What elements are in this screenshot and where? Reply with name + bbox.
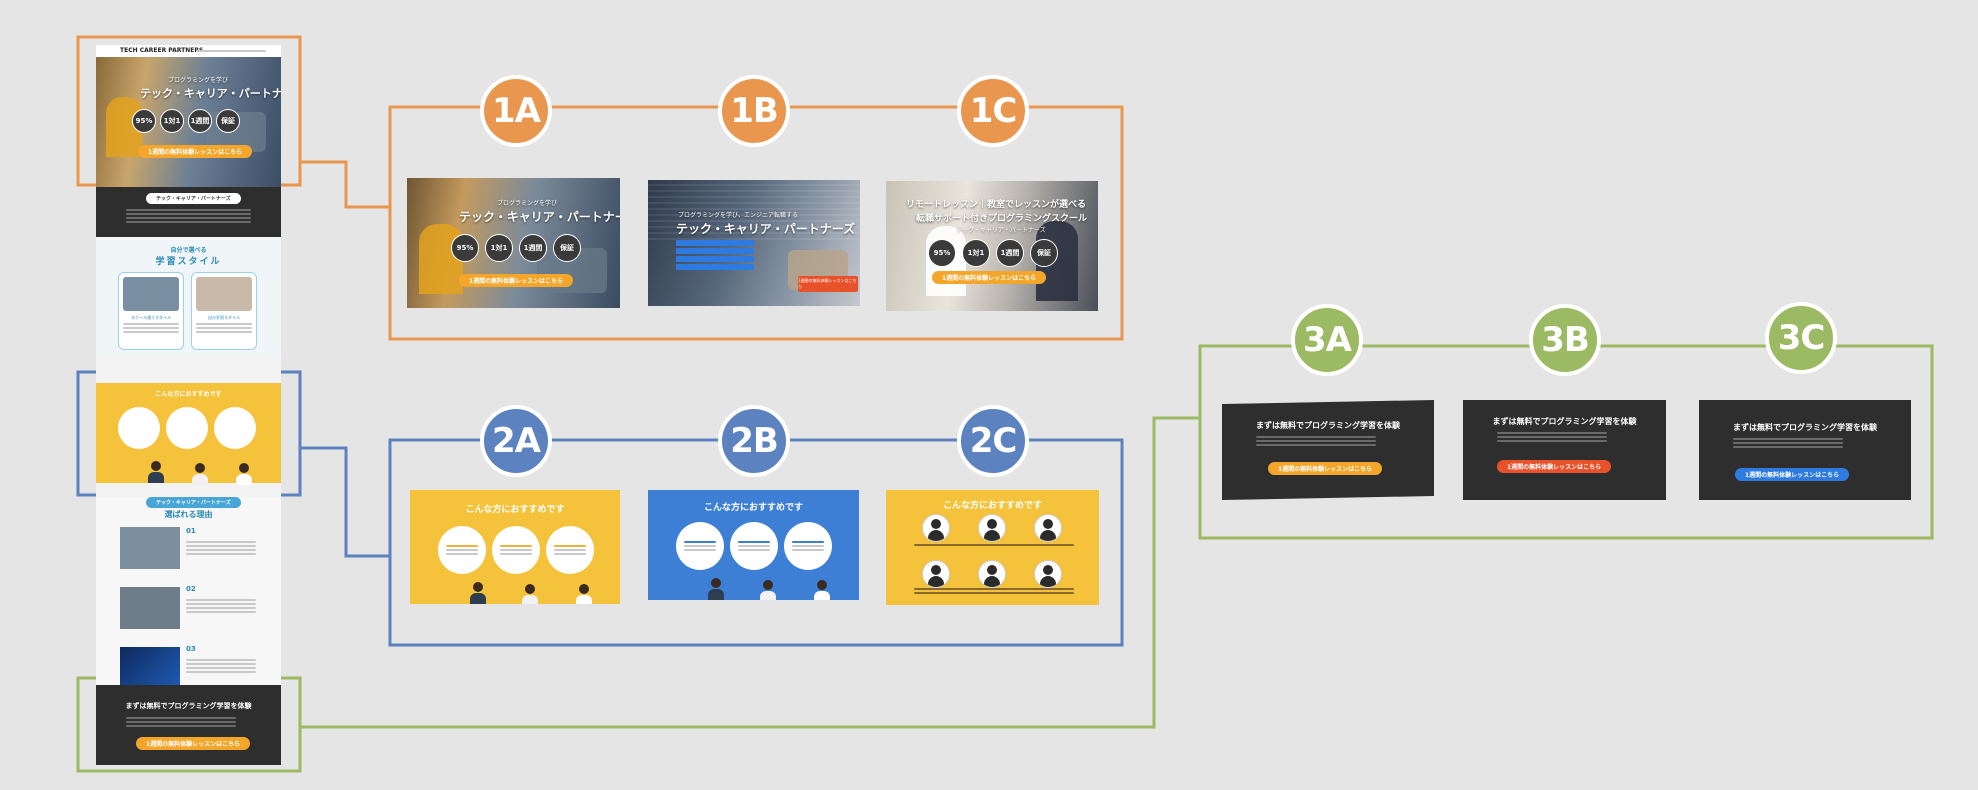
reason-number: 02 — [186, 585, 196, 593]
variant-badge-1b: 1B — [718, 75, 790, 147]
cta-title: まずは無料でプログラミング学習を体験 — [1492, 417, 1637, 426]
hero-cta-button[interactable]: 1週間の無料体験レッスンはこちら — [798, 276, 858, 292]
stat-badge: 保証 — [553, 234, 581, 262]
stat-badge: 95% — [928, 239, 956, 267]
style-card: スクール通うスタイル — [118, 272, 184, 350]
recommend-title: こんな方におすすめです — [465, 505, 565, 515]
hero-title: 転職サポート付きプログラミングスクール — [916, 214, 1088, 224]
page-hero: プログラミングを学び テック・キャリア・パートナーズ 95% 1対1 1週間 保… — [96, 57, 281, 187]
variant-1b-hero: プログラミングを学び、エンジニア転職する テック・キャリア・パートナーズ 1週間… — [648, 180, 860, 306]
reason-image — [120, 587, 180, 629]
cta-button[interactable]: 1週間の無料体験レッスンはこちら — [1497, 460, 1612, 473]
variant-1a-hero: プログラミングを学び テック・キャリア・パートナーズ 95% 1対1 1週間 保… — [407, 178, 620, 308]
variant-2b-recommend: こんな方におすすめです — [648, 490, 859, 600]
full-page-thumbnail: TECH CAREER PARTNERS プログラミングを学び テック・キャリア… — [96, 45, 281, 765]
stat-badge: 95% — [451, 234, 479, 262]
variant-badge-1a: 1A — [480, 75, 552, 147]
avatar — [1034, 514, 1062, 542]
avatar — [922, 514, 950, 542]
variant-2a-recommend: こんな方におすすめです — [410, 490, 620, 604]
style-section: 自分で選べる 学習スタイル スクール通うスタイル 自分学習スタイル — [96, 237, 281, 357]
hero-kicker: プログラミングを学び — [497, 200, 558, 207]
stat-badge: 1対1 — [485, 234, 513, 262]
reasons-section: テック・キャリア・パートナーズ 選ばれる理由 01 02 03 — [96, 497, 281, 717]
stats-row: 95% 1対1 1週間 保証 — [928, 239, 1058, 267]
stat-badge: 保証 — [216, 109, 240, 133]
stats-row: 95% 1対1 1週間 保証 — [132, 109, 240, 133]
hero-cta-button[interactable]: 1週間の無料体験レッスンはこちら — [932, 271, 1047, 284]
cta-button[interactable]: 1週間の無料体験レッスンはこちら — [1735, 468, 1850, 481]
variant-badge-2b: 2B — [718, 405, 790, 477]
avatar — [978, 560, 1006, 588]
hero-cta-button[interactable]: 1週間の無料体験レッスンはこちら — [138, 145, 253, 158]
reason-image — [120, 527, 180, 569]
stat-badge: 1対1 — [962, 239, 990, 267]
stat-badge: 1週間 — [188, 109, 212, 133]
recommend-title: こんな方におすすめです — [155, 391, 222, 398]
feature-list — [676, 238, 754, 272]
variant-badge-3a: 3A — [1291, 304, 1363, 376]
avatar — [978, 514, 1006, 542]
style-heading: 学習スタイル — [155, 257, 222, 267]
reason-number: 01 — [186, 527, 196, 535]
reasons-heading: 選ばれる理由 — [164, 510, 213, 519]
variant-3a-cta: まずは無料でプログラミング学習を体験 1週間の無料体験レッスンはこちら — [1222, 400, 1434, 500]
variant-badge-1c: 1C — [957, 75, 1029, 147]
cta-title: まずは無料でプログラミング学習を体験 — [1256, 421, 1400, 430]
stat-badge: 95% — [132, 109, 156, 133]
stat-badge: 1週間 — [519, 234, 547, 262]
hero-cta-button[interactable]: 1週間の無料体験レッスンはこちら — [459, 274, 574, 287]
variant-badge-2c: 2C — [957, 405, 1029, 477]
hero-kicker: プログラミングを学び — [168, 77, 229, 84]
variant-badge-3c: 3C — [1765, 302, 1837, 374]
hero-title: テック・キャリア・パートナーズ — [676, 222, 856, 236]
reason-number: 03 — [186, 645, 196, 653]
recommend-title: こんな方におすすめです — [942, 501, 1042, 511]
about-section: テック・キャリア・パートナーズ — [96, 187, 281, 237]
brand-logo: TECH CAREER PARTNERS — [120, 47, 204, 54]
hero-kicker: プログラミングを学び、エンジニア転職する — [678, 212, 799, 219]
hero-title: テック・キャリア・パートナーズ — [459, 210, 620, 224]
avatar — [1034, 560, 1062, 588]
stat-badge: 保証 — [1030, 239, 1058, 267]
stat-badge: 1週間 — [996, 239, 1024, 267]
variant-3b-cta: まずは無料でプログラミング学習を体験 1週間の無料体験レッスンはこちら — [1463, 400, 1666, 500]
cta-title: まずは無料でプログラミング学習を体験 — [1733, 423, 1877, 432]
hero-title: テック・キャリア・パートナーズ — [140, 87, 281, 100]
style-heading-small: 自分で選べる — [170, 247, 207, 254]
variant-2c-recommend: こんな方におすすめです — [886, 490, 1099, 605]
about-badge: テック・キャリア・パートナーズ — [146, 193, 241, 204]
stat-badge: 1対1 — [160, 109, 184, 133]
bottom-title: まずは無料でプログラミング学習を体験 — [125, 702, 252, 710]
variant-1c-hero: リモートレッスン｜教室でレッスンが選べる 転職サポート付きプログラミングスクール… — [886, 181, 1098, 311]
bottom-cta-section: まずは無料でプログラミング学習を体験 1週間の無料体験レッスンはこちら — [96, 685, 281, 765]
hero-kicker: リモートレッスン｜教室でレッスンが選べる — [906, 200, 1087, 210]
hero-subtitle: テック・キャリア・パートナーズ — [956, 227, 1046, 234]
variant-3c-cta: まずは無料でプログラミング学習を体験 1週間の無料体験レッスンはこちら — [1699, 400, 1911, 500]
bottom-cta-button[interactable]: 1週間の無料体験レッスンはこちら — [136, 737, 251, 750]
recommend-title: こんな方におすすめです — [703, 503, 803, 513]
variant-badge-3b: 3B — [1529, 304, 1601, 376]
cta-button[interactable]: 1週間の無料体験レッスンはこちら — [1268, 462, 1383, 475]
reason-image — [120, 647, 180, 691]
recommend-section: こんな方におすすめです — [96, 383, 281, 485]
avatar — [922, 560, 950, 588]
variant-badge-2a: 2A — [480, 405, 552, 477]
stats-row: 95% 1対1 1週間 保証 — [451, 234, 581, 262]
reasons-badge: テック・キャリア・パートナーズ — [146, 497, 241, 508]
style-card: 自分学習スタイル — [191, 272, 257, 350]
page-header: TECH CAREER PARTNERS — [96, 45, 281, 57]
